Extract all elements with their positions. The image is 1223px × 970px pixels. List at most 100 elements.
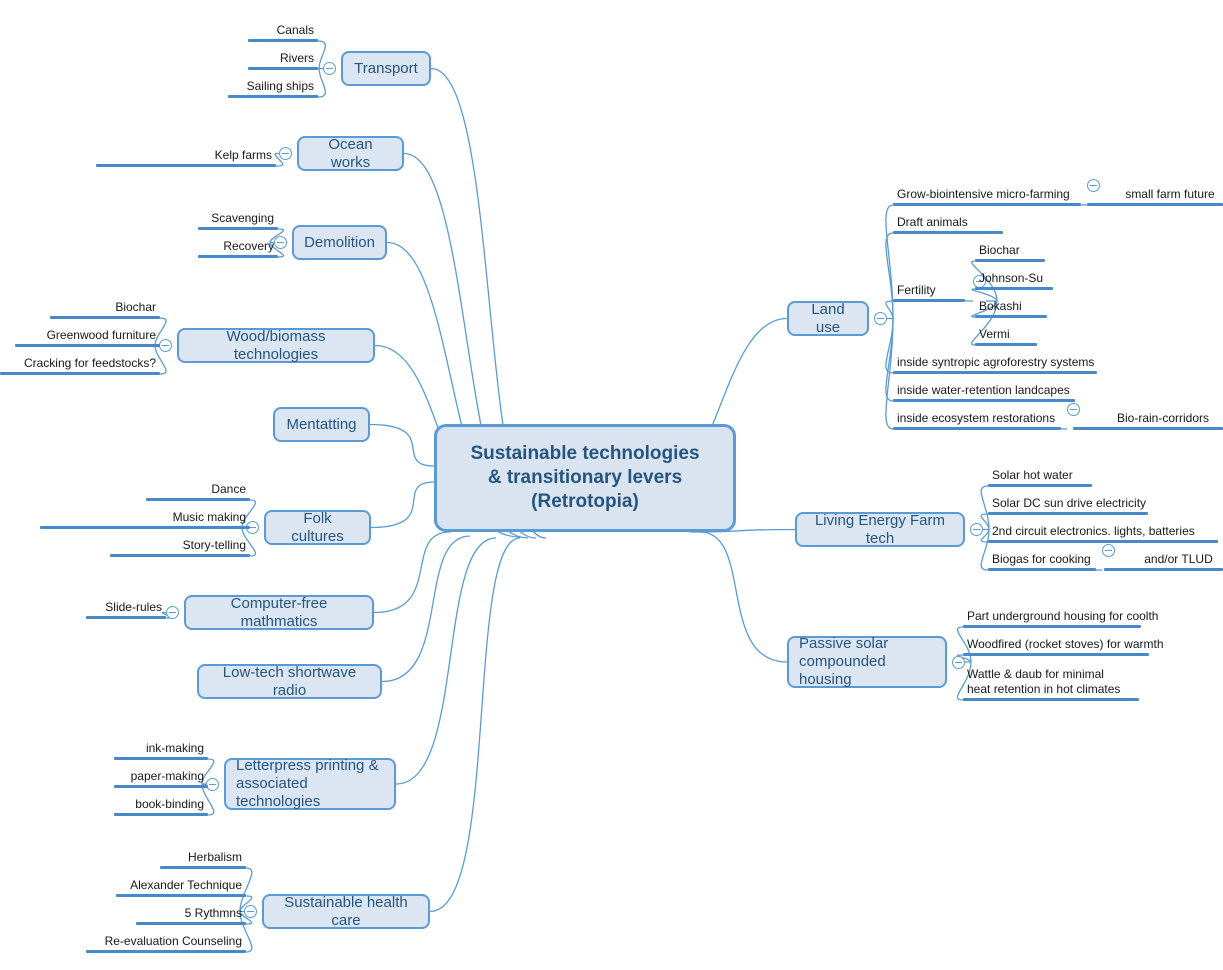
- sub-item[interactable]: Dance: [146, 480, 250, 501]
- sub-item[interactable]: Cracking for feedstocks?: [0, 354, 160, 375]
- sub-item-label: 5 Rythmns: [184, 906, 242, 920]
- sub-item-label: Music making: [172, 510, 246, 524]
- node-land-use[interactable]: Land use: [787, 301, 869, 336]
- collapse-toggle[interactable]: [206, 777, 219, 791]
- sub-item[interactable]: Draft animals: [893, 213, 1003, 234]
- collapse-toggle[interactable]: [1067, 403, 1080, 416]
- sub-item[interactable]: Part underground housing for coolth: [963, 607, 1158, 628]
- sub-item[interactable]: Fertility: [893, 281, 965, 302]
- sub-item[interactable]: paper-making: [114, 767, 208, 788]
- collapse-toggle[interactable]: [244, 905, 257, 918]
- sub-item[interactable]: Herbalism: [160, 848, 246, 869]
- sub-item[interactable]: book-binding: [114, 795, 208, 816]
- node-computer-free-mathmatics[interactable]: Computer-free mathmatics: [184, 595, 374, 630]
- connector-path: [370, 481, 435, 529]
- sub-item[interactable]: Woodfired (rocket stoves) for warmth: [963, 635, 1164, 656]
- node-mentatting[interactable]: Mentatting: [273, 407, 370, 442]
- node-label: Low-tech shortwave radio: [222, 663, 357, 699]
- collapse-toggle[interactable]: [952, 655, 965, 669]
- node-sustainable-health-care[interactable]: Sustainable health care: [262, 894, 430, 929]
- node-living-energy-farm-tech[interactable]: Living Energy Farm tech: [795, 512, 965, 547]
- connector-path: [885, 232, 894, 319]
- sub-item[interactable]: Bio-rain-corridors: [1073, 409, 1223, 430]
- node-demolition[interactable]: Demolition: [292, 225, 387, 260]
- sub-item[interactable]: Wattle & daub for minimal heat retention…: [963, 665, 1139, 701]
- sub-item[interactable]: 5 Rythmns: [136, 904, 246, 925]
- collapse-toggle[interactable]: [279, 147, 292, 160]
- node-wood-biomass-technologies[interactable]: Wood/biomass technologies: [177, 328, 375, 363]
- sub-item-label: Story-telling: [182, 538, 246, 552]
- sub-item[interactable]: Slide-rules: [86, 598, 166, 619]
- sub-item-underline: [198, 227, 278, 230]
- sub-item[interactable]: and/or TLUD: [1104, 550, 1223, 571]
- sub-item-underline: [96, 164, 276, 167]
- sub-item-label: inside syntropic agroforestry systems: [897, 355, 1095, 369]
- sub-item[interactable]: Rivers: [248, 49, 318, 70]
- central-topic[interactable]: Sustainable technologies & transitionary…: [434, 424, 736, 532]
- sub-item[interactable]: inside water-retention landcapes: [893, 381, 1075, 402]
- sub-item[interactable]: Scavenging: [198, 209, 278, 230]
- sub-item[interactable]: Re-evaluation Counseling: [86, 932, 246, 953]
- sub-item-label: Solar hot water: [992, 468, 1073, 482]
- sub-item[interactable]: small farm future: [1087, 185, 1223, 206]
- collapse-toggle[interactable]: [274, 236, 287, 249]
- sub-item[interactable]: inside syntropic agroforestry systems: [893, 353, 1097, 374]
- collapse-toggle[interactable]: [166, 606, 179, 619]
- sub-item[interactable]: Grow-biointensive micro-farming: [893, 185, 1081, 206]
- collapse-toggle[interactable]: [874, 312, 887, 325]
- sub-item[interactable]: Canals: [248, 21, 318, 42]
- sub-item-label: Rivers: [279, 51, 314, 65]
- node-letterpress-printing-associated-technologies[interactable]: Letterpress printing & associated techno…: [224, 757, 396, 810]
- sub-item[interactable]: inside ecosystem restorations: [893, 409, 1061, 430]
- sub-item[interactable]: Alexander Technique: [116, 876, 246, 897]
- sub-item[interactable]: Vermi: [975, 325, 1037, 346]
- sub-item[interactable]: Story-telling: [110, 536, 250, 557]
- sub-item-label: paper-making: [130, 769, 204, 783]
- sub-item[interactable]: Solar hot water: [988, 466, 1092, 487]
- sub-item-underline: [963, 625, 1141, 628]
- sub-item-label: Slide-rules: [105, 600, 162, 614]
- sub-item-underline: [975, 315, 1047, 318]
- sub-item[interactable]: Solar DC sun drive electricity: [988, 494, 1148, 515]
- node-passive-solar-compounded-housing[interactable]: Passive solar compounded housing: [787, 635, 947, 688]
- collapse-toggle[interactable]: [1102, 544, 1115, 557]
- sub-item-underline: [1073, 427, 1223, 430]
- node-folk-cultures[interactable]: Folk cultures: [264, 510, 371, 545]
- collapse-toggle[interactable]: [159, 339, 172, 352]
- connector-path: [885, 300, 894, 319]
- collapse-toggle[interactable]: [1087, 179, 1100, 192]
- sub-item-underline: [975, 287, 1053, 290]
- sub-item[interactable]: Recovery: [198, 237, 278, 258]
- sub-item[interactable]: Johnson-Su: [975, 269, 1053, 290]
- node-transport[interactable]: Transport: [341, 51, 431, 86]
- node-low-tech-shortwave-radio[interactable]: Low-tech shortwave radio: [197, 664, 382, 699]
- node-label: Ocean works: [328, 135, 373, 171]
- sub-item-label: Solar DC sun drive electricity: [992, 496, 1147, 510]
- sub-item-label: Alexander Technique: [130, 878, 242, 892]
- collapse-toggle[interactable]: [323, 62, 336, 75]
- sub-item[interactable]: Biochar: [975, 241, 1045, 262]
- sub-item[interactable]: Biochar: [50, 298, 160, 319]
- sub-item[interactable]: Kelp farms: [96, 146, 276, 167]
- connector-path: [885, 318, 894, 374]
- sub-item-label: 2nd circuit electronics. lights, batteri…: [992, 524, 1195, 538]
- sub-item-underline: [198, 255, 278, 258]
- sub-item[interactable]: Biogas for cooking: [988, 550, 1096, 571]
- sub-item[interactable]: 2nd circuit electronics. lights, batteri…: [988, 522, 1218, 543]
- sub-item[interactable]: Sailing ships: [228, 77, 318, 98]
- node-label: Living Energy Farm tech: [814, 511, 946, 547]
- sub-item-underline: [1087, 203, 1223, 206]
- sub-item[interactable]: Bokashi: [975, 297, 1047, 318]
- sub-item-label: ink-making: [145, 741, 204, 755]
- node-ocean-works[interactable]: Ocean works: [297, 136, 404, 171]
- sub-item-underline: [228, 95, 318, 98]
- node-label: Computer-free mathmatics: [230, 594, 328, 630]
- node-label: Land use: [811, 300, 845, 336]
- sub-item[interactable]: Greenwood furniture: [15, 326, 160, 347]
- sub-item[interactable]: ink-making: [114, 739, 208, 760]
- sub-item[interactable]: Music making: [40, 508, 250, 529]
- sub-item-underline: [975, 343, 1037, 346]
- collapse-toggle[interactable]: [970, 523, 983, 536]
- sub-item-label: Bokashi: [979, 299, 1022, 313]
